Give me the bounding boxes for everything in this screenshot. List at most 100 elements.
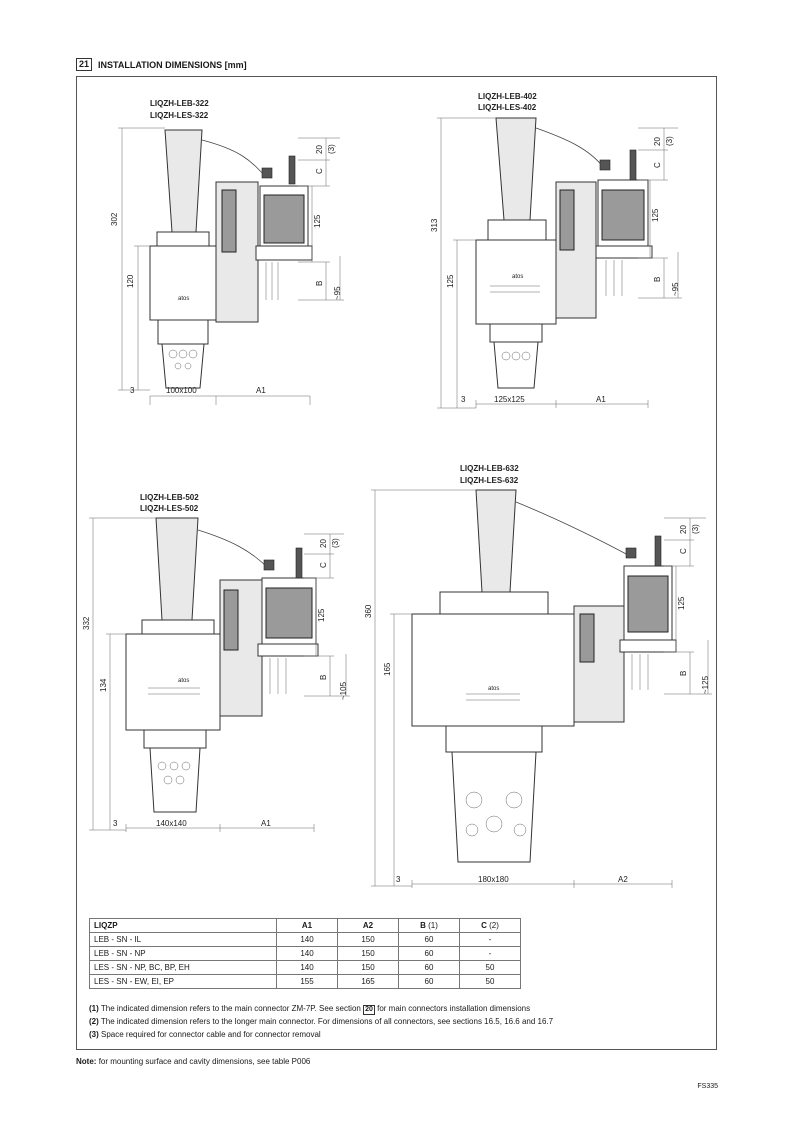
note-label: (2) <box>89 1017 99 1026</box>
model-label: LIQZH-LEB-632 <box>460 464 519 473</box>
dim-125: 125 <box>651 208 660 222</box>
cell-c: 50 <box>459 960 521 975</box>
cell-a2: 165 <box>337 974 399 989</box>
cell-model: LEB - SN - IL <box>89 932 277 947</box>
dim-lower: 165 <box>383 662 392 676</box>
table-row: LES - SN - NP, BC, BP, EH 140 150 60 50 <box>89 960 521 975</box>
model-label: LIQZH-LEB-502 <box>140 493 199 502</box>
header-b-note: (1) <box>428 921 438 930</box>
dimensions-table: LIQZP A1 A2 B (1) C (2) LEB - SN - IL 14… <box>89 918 521 989</box>
note-text: The indicated dimension refers to the ma… <box>100 1004 361 1013</box>
dim-125: 125 <box>313 214 322 228</box>
cell-a1: 140 <box>276 960 338 975</box>
model-label: LIQZH-LES-322 <box>150 111 209 120</box>
document-code: FS335 <box>697 1083 718 1090</box>
dim-base: 140x140 <box>156 819 187 828</box>
table-notes: (1) The indicated dimension refers to th… <box>89 1002 553 1041</box>
cell-b: 60 <box>398 974 460 989</box>
dim-height: 302 <box>110 212 119 226</box>
dim-c3: (3) <box>665 136 674 146</box>
cell-b: 60 <box>398 960 460 975</box>
table-row: LEB - SN - IL 140 150 60 - <box>89 932 521 947</box>
dim-base: 125x125 <box>494 395 525 404</box>
dim-a1: A1 <box>596 395 606 404</box>
dim-a1: A1 <box>261 819 271 828</box>
note-text: for main connectors installation dimensi… <box>377 1004 531 1013</box>
note-label: (1) <box>89 1004 99 1013</box>
note-label: (3) <box>89 1030 99 1039</box>
dim-c20: 20 <box>653 137 662 146</box>
dim-c: C <box>315 168 324 174</box>
dim-b: B <box>679 671 688 676</box>
drawing-502: LIQZH-LEB-502 LIQZH-LES-502 atos 332 134… <box>82 493 350 832</box>
table-row: LES - SN - EW, EI, EP 155 165 60 50 <box>89 974 521 989</box>
dim-height: 313 <box>430 218 439 232</box>
model-label: LIQZH-LEB-322 <box>150 99 209 108</box>
cell-a1: 140 <box>276 932 338 947</box>
header-c: C (2) <box>459 918 521 933</box>
cell-c: 50 <box>459 974 521 989</box>
cell-c: - <box>459 932 521 947</box>
header-b: B (1) <box>398 918 460 933</box>
table-row: LEB - SN - NP 140 150 60 - <box>89 946 521 961</box>
dim-height: 332 <box>82 616 91 630</box>
dim-depth: ~105 <box>339 681 348 700</box>
section-title: INSTALLATION DIMENSIONS [mm] <box>98 59 247 70</box>
cell-a2: 150 <box>337 932 399 947</box>
brand-mark: atos <box>178 678 189 684</box>
dim-b: B <box>319 675 328 680</box>
dim-depth: ~95 <box>671 282 680 296</box>
header-a1: A1 <box>276 918 338 933</box>
note-1: (1) The indicated dimension refers to th… <box>89 1002 553 1015</box>
note-label: Note: <box>76 1057 97 1066</box>
dim-a1: A2 <box>618 875 628 884</box>
model-label: LIQZH-LES-502 <box>140 504 199 513</box>
dim-lower: 125 <box>446 274 455 288</box>
section-number: 21 <box>76 58 93 71</box>
dim-three: 3 <box>461 395 466 404</box>
dim-base: 100x100 <box>166 386 197 395</box>
brand-mark: atos <box>178 296 189 302</box>
model-label: LIQZH-LES-632 <box>460 476 519 485</box>
dim-c: C <box>319 562 328 568</box>
cell-c: - <box>459 946 521 961</box>
dim-depth: ~95 <box>333 286 342 300</box>
dim-three: 3 <box>396 875 401 884</box>
header-b-label: B <box>420 921 426 930</box>
dim-b: B <box>653 277 662 282</box>
dim-three: 3 <box>113 819 118 828</box>
dim-height: 360 <box>364 604 373 618</box>
drawing-632: LIQZH-LEB-632 LIQZH-LES-632 atos 360 165… <box>364 464 712 888</box>
note-2: (2) The indicated dimension refers to th… <box>89 1015 553 1028</box>
note-text: for mounting surface and cavity dimensio… <box>98 1057 311 1066</box>
header-model: LIQZP <box>89 918 277 933</box>
cell-a1: 140 <box>276 946 338 961</box>
dim-lower: 134 <box>99 678 108 692</box>
dim-c: C <box>679 548 688 554</box>
section-header: 21 INSTALLATION DIMENSIONS [mm] <box>76 58 247 71</box>
table-header-row: LIQZP A1 A2 B (1) C (2) <box>89 918 521 933</box>
note-text: Space required for connector cable and f… <box>101 1030 321 1039</box>
model-label: LIQZH-LEB-402 <box>478 92 537 101</box>
dim-depth: ~125 <box>701 675 710 694</box>
cell-b: 60 <box>398 932 460 947</box>
dim-c3: (3) <box>331 538 340 548</box>
dim-125: 125 <box>677 596 686 610</box>
brand-mark: atos <box>488 686 499 692</box>
header-c-note: (2) <box>489 921 499 930</box>
note-text: The indicated dimension refers to the lo… <box>100 1017 554 1026</box>
dim-b: B <box>315 281 324 286</box>
brand-mark: atos <box>512 274 523 280</box>
cell-b: 60 <box>398 946 460 961</box>
dim-c20: 20 <box>679 525 688 534</box>
model-label: LIQZH-LES-402 <box>478 103 537 112</box>
dim-a1: A1 <box>256 386 266 395</box>
cell-model: LES - SN - EW, EI, EP <box>89 974 277 989</box>
drawing-frame <box>76 76 717 1050</box>
cell-a1: 155 <box>276 974 338 989</box>
cell-model: LEB - SN - NP <box>89 946 277 961</box>
dim-c3: (3) <box>691 524 700 534</box>
drawing-402: LIQZH-LEB-402 LIQZH-LES-402 atos 313 125… <box>430 92 682 409</box>
section-ref: 20 <box>363 1005 375 1015</box>
